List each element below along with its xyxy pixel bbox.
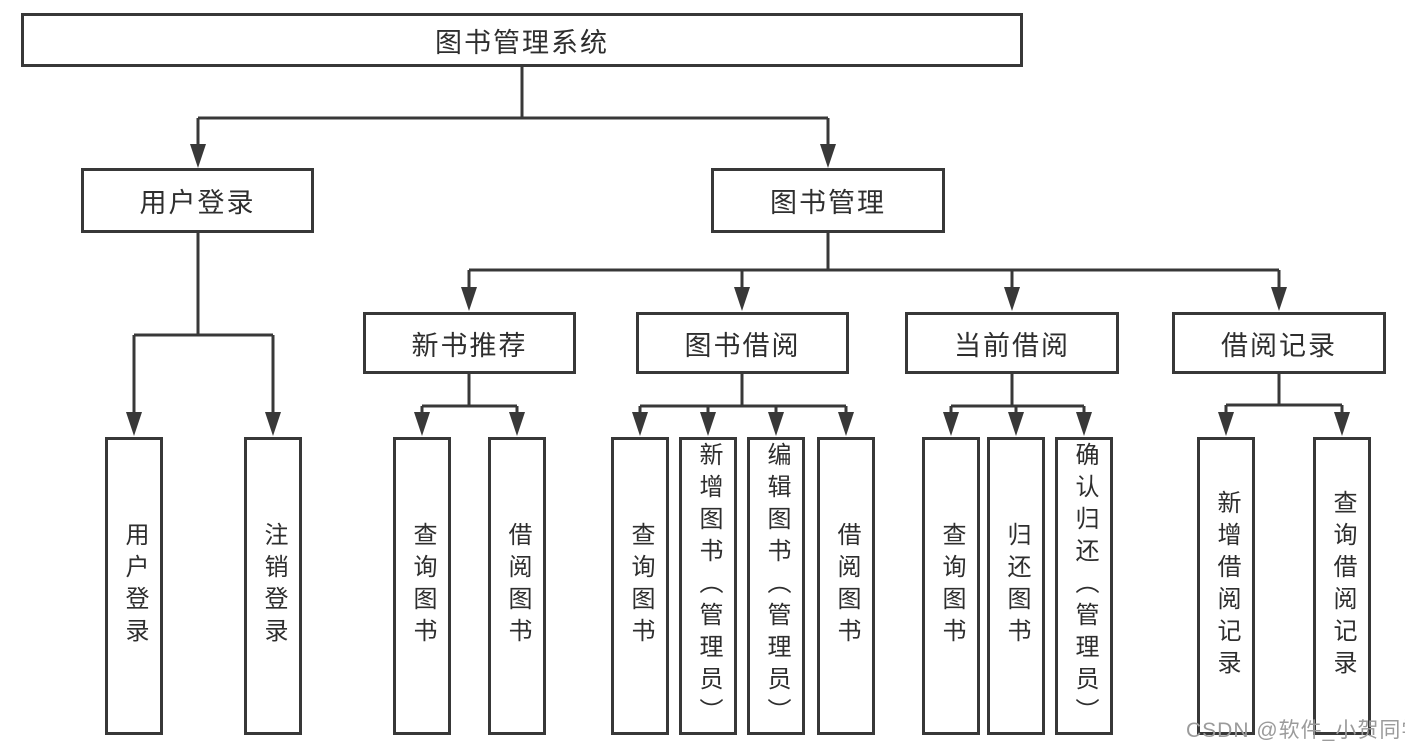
csdn-watermark: CSDN @软件_小贺同学 bbox=[1186, 719, 1405, 742]
node-user-login: 用户登录 bbox=[81, 168, 314, 233]
leaf-confirm-return-admin: 确认归还（管理员） bbox=[1055, 437, 1113, 735]
node-book-borrow: 图书借阅 bbox=[636, 312, 849, 374]
leaf-query-book-current: 查询图书 bbox=[922, 437, 980, 735]
leaf-borrow-book-recommend: 借阅图书 bbox=[488, 437, 546, 735]
node-root-system: 图书管理系统 bbox=[21, 13, 1023, 67]
leaf-return-book: 归还图书 bbox=[987, 437, 1045, 735]
leaf-query-book-borrow: 查询图书 bbox=[611, 437, 669, 735]
node-current-borrow: 当前借阅 bbox=[905, 312, 1119, 374]
leaf-query-borrow-record: 查询借阅记录 bbox=[1313, 437, 1371, 735]
leaf-logout: 注销登录 bbox=[244, 437, 302, 735]
arrowheads bbox=[126, 144, 1350, 436]
node-book-management: 图书管理 bbox=[711, 168, 945, 233]
leaf-borrow-book: 借阅图书 bbox=[817, 437, 875, 735]
node-new-book-recommend: 新书推荐 bbox=[363, 312, 576, 374]
leaf-edit-book-admin: 编辑图书（管理员） bbox=[747, 437, 805, 735]
leaf-add-book-admin: 新增图书（管理员） bbox=[679, 437, 737, 735]
leaf-user-login: 用户登录 bbox=[105, 437, 163, 735]
node-borrow-record: 借阅记录 bbox=[1172, 312, 1386, 374]
leaf-query-book-recommend: 查询图书 bbox=[393, 437, 451, 735]
leaf-add-borrow-record: 新增借阅记录 bbox=[1197, 437, 1255, 735]
